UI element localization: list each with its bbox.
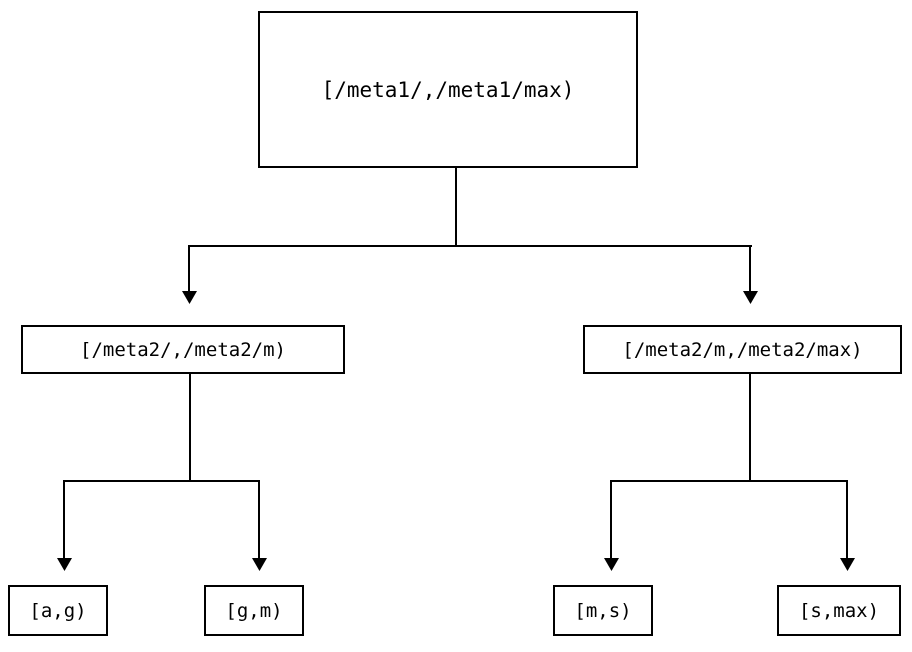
arrowhead-mid-left-to-leaf-2	[252, 558, 267, 571]
arrowhead-mid-right-to-leaf-4	[840, 558, 855, 571]
tree-node-leaf-1: [a,g)	[8, 585, 108, 636]
tree-node-leaf-3: [m,s)	[553, 585, 653, 636]
tree-node-leaf-4: [s,max)	[777, 585, 901, 636]
tree-node-mid-left: [/meta2/,/meta2/m)	[21, 325, 345, 374]
tree-node-mid-left-label: [/meta2/,/meta2/m)	[80, 338, 286, 361]
tree-node-mid-right-label: [/meta2/m,/meta2/max)	[622, 338, 863, 361]
tree-node-leaf-4-label: [s,max)	[798, 599, 880, 622]
arrowhead-root-to-mid-right	[743, 291, 758, 304]
tree-node-leaf-1-label: [a,g)	[29, 599, 87, 622]
tree-node-leaf-2-label: [g,m)	[225, 599, 283, 622]
arrowhead-mid-left-to-leaf-1	[57, 558, 72, 571]
tree-node-mid-right: [/meta2/m,/meta2/max)	[583, 325, 902, 374]
tree-node-leaf-2: [g,m)	[204, 585, 304, 636]
tree-node-root-label: [/meta1/,/meta1/max)	[321, 77, 575, 102]
tree-node-root: [/meta1/,/meta1/max)	[258, 11, 638, 168]
tree-node-leaf-3-label: [m,s)	[574, 599, 632, 622]
arrowhead-mid-right-to-leaf-3	[604, 558, 619, 571]
arrowhead-root-to-mid-left	[182, 291, 197, 304]
